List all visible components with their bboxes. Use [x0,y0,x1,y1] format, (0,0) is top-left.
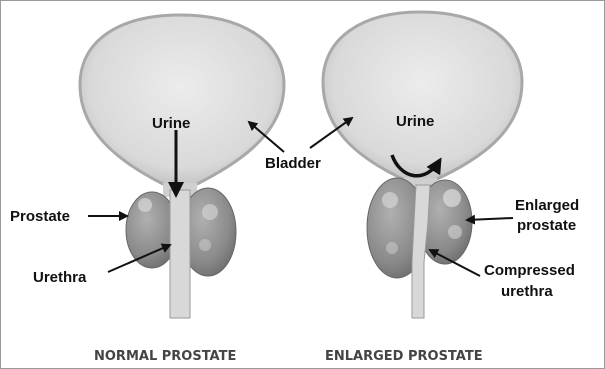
left-urine-label: Urine [152,115,190,132]
left-prostate-texture [202,204,218,220]
urethra-label: Urethra [33,269,87,286]
enlarged-prostate-label-line2: prostate [517,217,576,234]
right-prostate-texture [382,192,398,208]
normal-prostate-caption: NORMAL PROSTATE [94,349,236,364]
left-prostate-texture [199,239,211,251]
left-urethra [170,190,190,318]
right-prostate-texture [386,242,398,254]
bladder-label: Bladder [265,155,321,172]
enlarged-prostate-caption: ENLARGED PROSTATE [325,349,483,364]
right-urine-label: Urine [396,113,434,130]
right-prostate-texture [443,189,461,207]
enlarged-prostate-pointer [467,218,513,220]
right-prostate-texture [448,225,462,239]
left-bladder [80,15,284,195]
compressed-urethra-label-line2: urethra [501,283,553,300]
normal-prostate-illustration [80,15,284,318]
enlarged-prostate-label-line1: Enlarged [515,197,579,214]
compressed-urethra-label-line1: Compressed [484,262,575,279]
left-prostate-texture [138,198,152,212]
right-bladder [323,12,522,190]
prostate-label: Prostate [10,208,70,225]
